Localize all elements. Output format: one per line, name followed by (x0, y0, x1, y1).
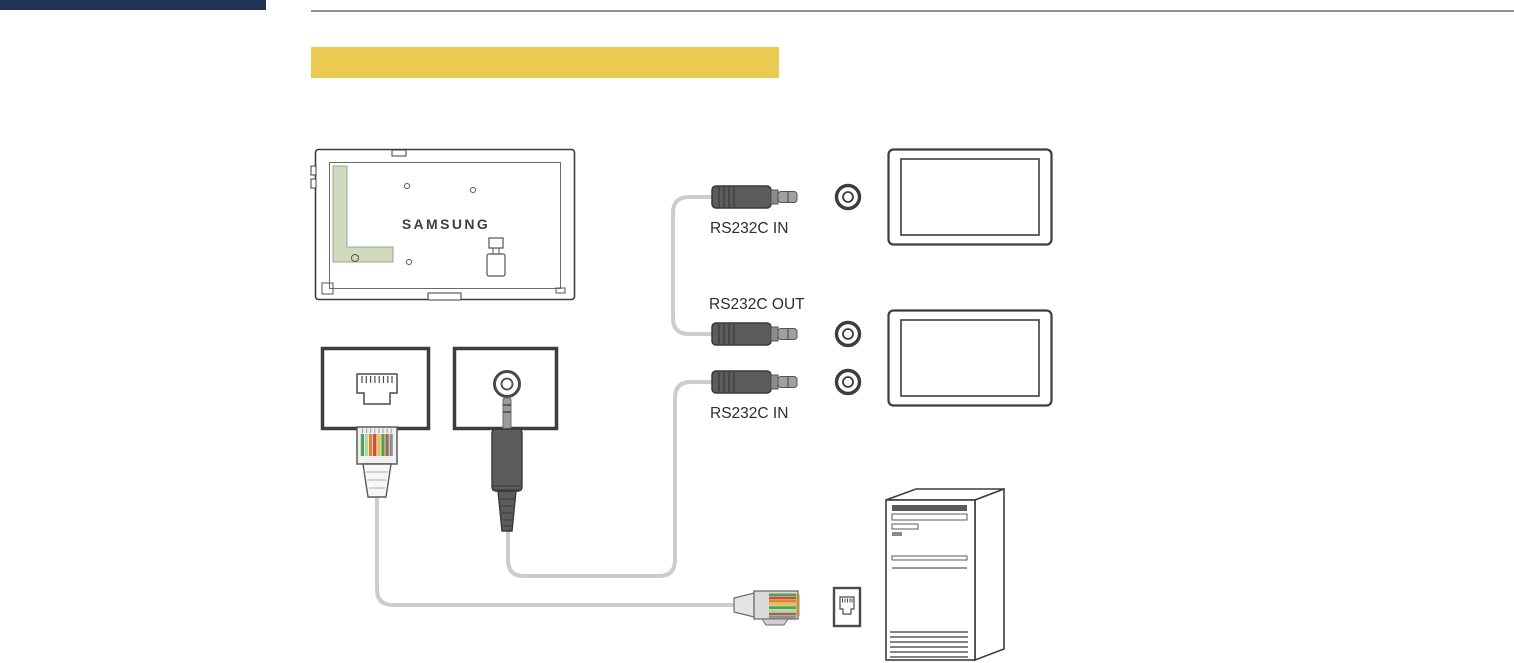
lan-port-icon (356, 373, 398, 405)
screw-icon (470, 187, 476, 193)
label-rs232c-in-top: RS232C IN (710, 220, 788, 237)
terminal-board-area (332, 165, 394, 263)
lan-port-callout (320, 346, 431, 431)
adapter-ring-bottom (834, 368, 862, 396)
lan-port-icon-pc (832, 586, 862, 628)
stereo-port-icon (493, 370, 521, 398)
samsung-logo: SAMSUNG (402, 216, 490, 232)
screw-icon (351, 254, 359, 262)
lan-cable (375, 493, 742, 607)
adapter-ring-middle (834, 320, 862, 348)
label-rs232c-out: RS232C OUT (709, 296, 805, 313)
adapter-ring-top (834, 183, 862, 211)
screw-icon (404, 183, 410, 189)
lan-cable-connector (356, 426, 398, 498)
external-display-2 (887, 309, 1053, 407)
stereo-plug-vertical (491, 397, 523, 532)
chapter-tab (0, 0, 266, 10)
external-display-1 (887, 148, 1053, 246)
lan-plug-pc (733, 590, 800, 626)
pc-tower (885, 487, 1005, 662)
label-rs232c-in-bottom: RS232C IN (710, 405, 788, 422)
rs232c-plug-top (711, 185, 798, 209)
header-rule (311, 10, 1514, 12)
vent-lines (890, 631, 968, 658)
stereo-rs232c-cable (506, 380, 714, 578)
rs232c-plug-middle (711, 322, 798, 346)
screw-icon (406, 259, 412, 265)
section-heading-highlight (311, 47, 779, 78)
daisy-chain-cable (671, 195, 714, 336)
rs232c-plug-bottom (711, 370, 798, 394)
display-rear-view: SAMSUNG (310, 148, 576, 301)
usb-dongle-icon (486, 237, 506, 277)
